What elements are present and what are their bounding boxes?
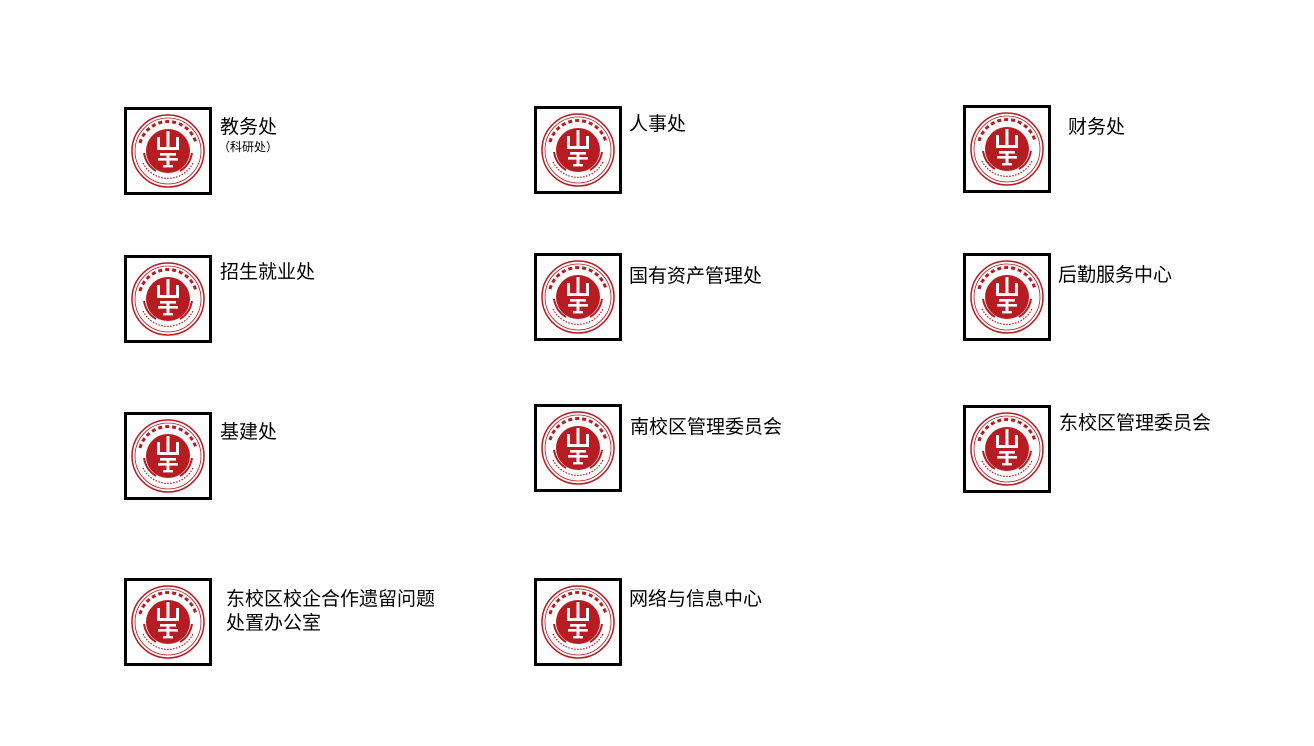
college-seal-icon: [130, 584, 206, 660]
college-seal-icon: [540, 584, 616, 660]
college-seal-icon: [969, 111, 1045, 187]
unit-name[interactable]: 人事处: [629, 113, 687, 135]
unit-name[interactable]: 网络与信息中心: [629, 588, 763, 610]
college-seal-icon: [130, 261, 206, 337]
unit-name[interactable]: 南校区管理委员会: [630, 416, 783, 438]
college-seal-logo[interactable]: [124, 578, 212, 666]
college-seal-logo[interactable]: [124, 255, 212, 343]
unit-name-line1[interactable]: 东校区校企合作遗留问题: [226, 588, 436, 610]
unit-name[interactable]: 后勤服务中心: [1058, 264, 1173, 286]
college-seal-icon: [969, 259, 1045, 335]
college-seal-logo[interactable]: [534, 404, 622, 492]
college-seal-logo[interactable]: [534, 253, 622, 341]
unit-name[interactable]: 教务处: [220, 116, 278, 138]
unit-name-line2[interactable]: 处置办公室: [226, 612, 322, 634]
unit-name[interactable]: 东校区管理委员会: [1059, 412, 1212, 434]
unit-name[interactable]: 国有资产管理处: [629, 265, 763, 287]
college-seal-icon: [540, 410, 616, 486]
college-seal-icon: [540, 112, 616, 188]
college-seal-icon: [130, 113, 206, 189]
college-seal-logo[interactable]: [963, 253, 1051, 341]
college-seal-logo[interactable]: [963, 105, 1051, 193]
college-seal-logo[interactable]: [124, 107, 212, 195]
college-seal-logo[interactable]: [124, 412, 212, 500]
college-seal-icon: [130, 418, 206, 494]
unit-name[interactable]: 招生就业处: [220, 261, 316, 283]
college-seal-icon: [540, 259, 616, 335]
college-seal-logo[interactable]: [534, 106, 622, 194]
college-seal-icon: [969, 411, 1045, 487]
college-seal-logo[interactable]: [963, 405, 1051, 493]
college-seal-logo[interactable]: [534, 578, 622, 666]
unit-name[interactable]: 财务处: [1068, 116, 1126, 138]
unit-name[interactable]: 基建处: [220, 421, 278, 443]
unit-subname: （科研处）: [218, 140, 279, 154]
